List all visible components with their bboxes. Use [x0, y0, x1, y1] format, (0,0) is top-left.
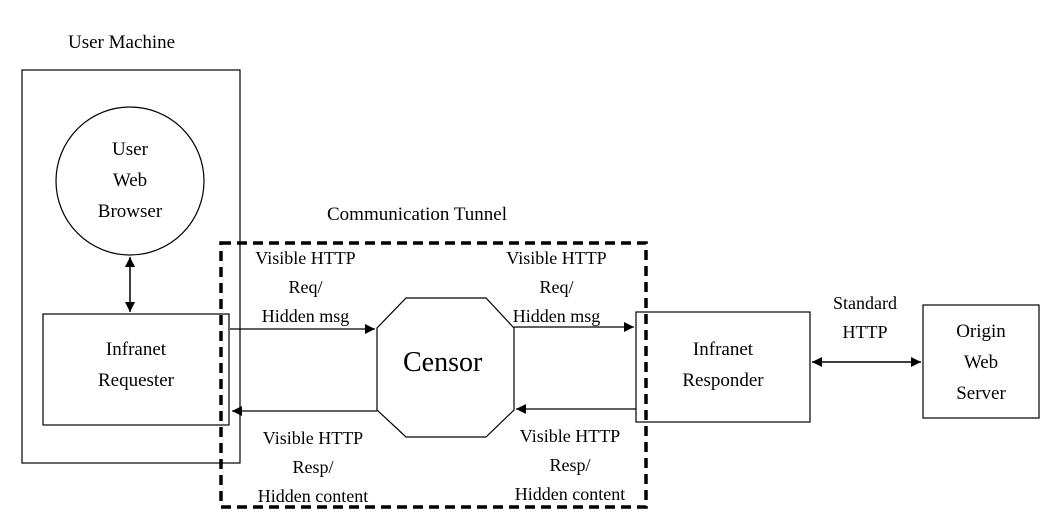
origin-server-box: [922, 304, 1040, 419]
req-right-label: Visible HTTP Req/ Hidden msg: [506, 248, 607, 326]
req-left-label: Visible HTTP Req/ Hidden msg: [255, 248, 356, 326]
responder-label: Infranet Responder: [682, 339, 764, 391]
resp-right-label: Visible HTTP Resp/ Hidden content: [514, 426, 626, 504]
censor-label: Censor: [403, 347, 483, 378]
browser-node: [55, 106, 205, 256]
censor-node: [376, 297, 515, 438]
user-machine-label: User Machine: [68, 32, 176, 53]
communication-tunnel-label: Communication Tunnel: [327, 204, 507, 225]
standard-http-label: Standard HTTP: [833, 293, 897, 342]
requester-label: Infranet Requester: [98, 339, 174, 391]
requester-box: [42, 313, 230, 426]
origin-server-label: Origin Web Server: [956, 321, 1006, 404]
browser-label: User Web Browser: [97, 139, 163, 222]
responder-box: [635, 311, 811, 423]
user-machine-box: [21, 69, 241, 464]
communication-tunnel-box: [219, 241, 648, 509]
resp-left-label: Visible HTTP Resp/ Hidden content: [257, 428, 369, 506]
